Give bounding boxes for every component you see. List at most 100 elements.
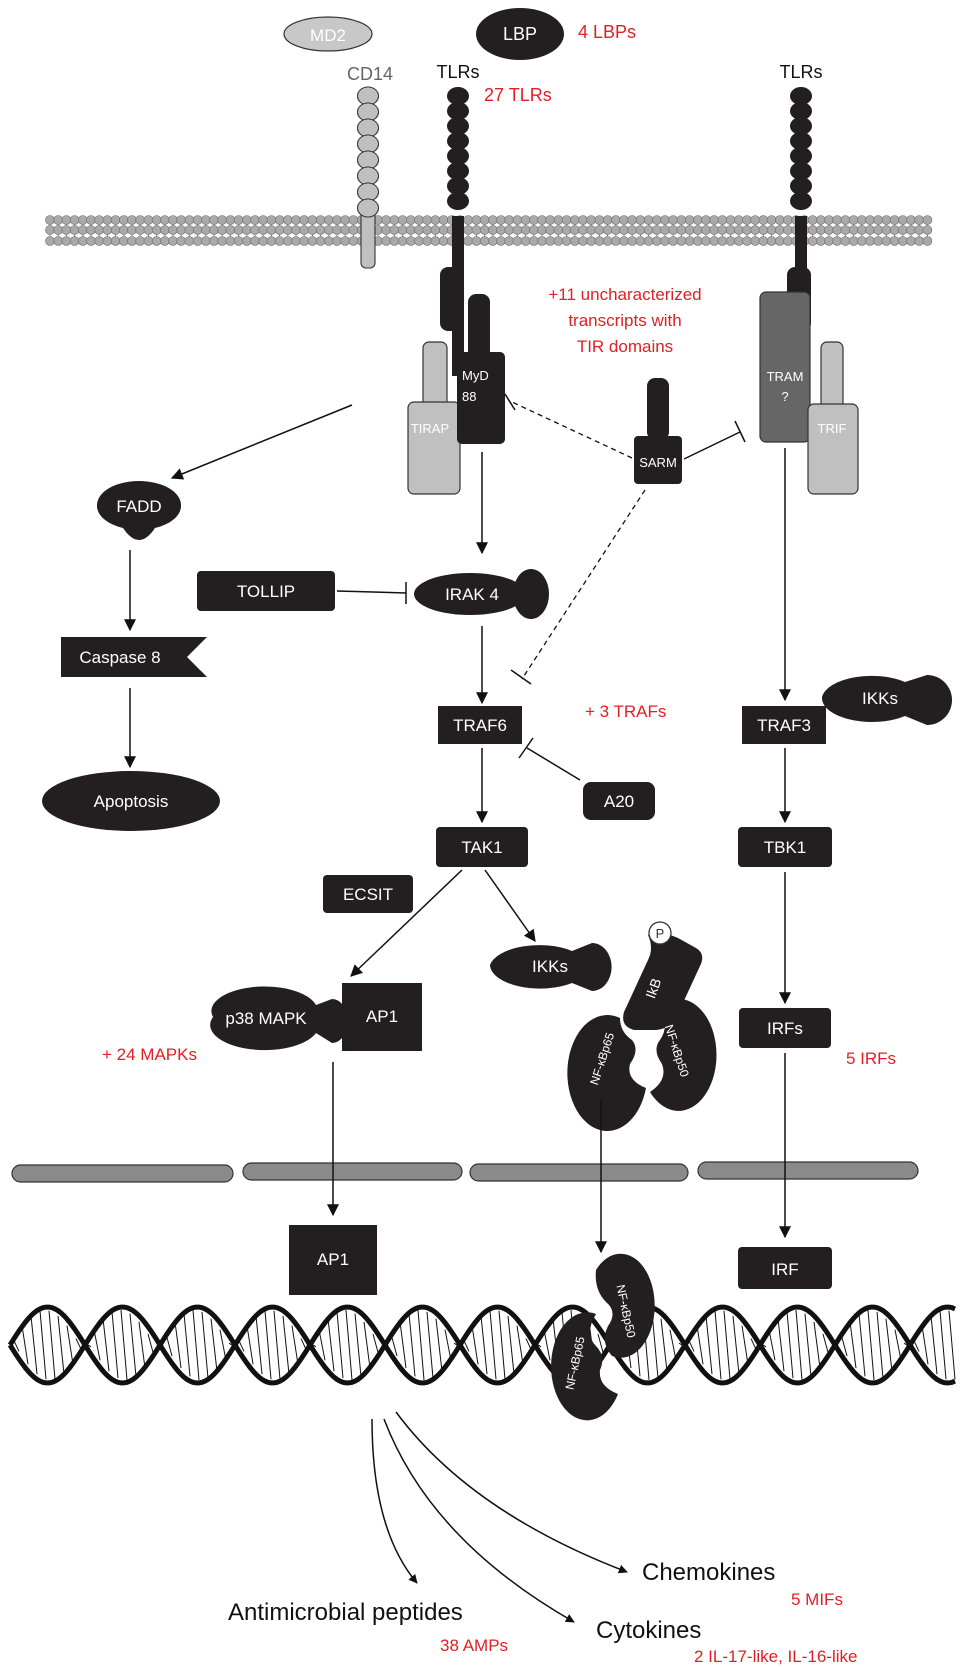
lipid-head [774, 225, 785, 235]
dna-base-pair [660, 1318, 668, 1372]
tirap-body [407, 401, 461, 495]
lipid-head [578, 215, 588, 225]
lipid-head [676, 236, 687, 246]
lipid-head [758, 225, 769, 235]
lipid-head [569, 225, 580, 235]
dna-strand-1 [7, 1304, 956, 1386]
lipid-head [774, 215, 785, 225]
apoptosis-shape [42, 771, 220, 831]
dna-base-pair [426, 1311, 434, 1379]
ap1-cyto-label: AP1 [366, 1007, 398, 1026]
lipid-head [340, 225, 351, 235]
lipid-head [922, 225, 933, 235]
lipid-head [332, 225, 342, 235]
tlr-bead [447, 117, 469, 135]
lipid-head [906, 236, 916, 246]
lipid-head [684, 236, 695, 246]
dna-base-pair [30, 1315, 38, 1375]
lipid-head [487, 215, 498, 225]
lipid-head [865, 236, 875, 246]
cytokine-count: 2 IL-17-like, IL-16-like [694, 1647, 857, 1666]
traf3-shape [742, 706, 826, 744]
myd88-label-2: 88 [462, 389, 476, 404]
lipid-head [602, 225, 613, 235]
lipid-head [496, 215, 506, 225]
lipid-head [160, 225, 170, 235]
lipid-head [635, 215, 646, 225]
dna-base-pair [804, 1313, 812, 1377]
lipid-head [176, 225, 186, 235]
cd14-bead [356, 166, 380, 186]
dna-base-pair [246, 1325, 254, 1365]
tlr-bead [790, 162, 812, 180]
lipid-head [610, 215, 621, 225]
lipid-head [430, 215, 441, 225]
caspase8-label: Caspase 8 [79, 648, 160, 667]
lipid-head [414, 236, 424, 246]
sarm-inhibits-tram-bar [734, 420, 746, 443]
lipid-head [619, 225, 629, 235]
lipid-head [274, 236, 285, 246]
mif-count: 5 MIFs [791, 1590, 843, 1609]
tlr-bead [790, 117, 812, 135]
lipid-head [848, 225, 859, 235]
lipid-head [774, 236, 785, 246]
lipid-head [553, 215, 564, 225]
lipid-head [561, 215, 572, 225]
lipid-head [881, 215, 892, 225]
lipid-head [201, 215, 211, 225]
traf6-label: TRAF6 [453, 716, 507, 735]
lipid-head [479, 225, 490, 235]
lipid-head [225, 225, 236, 235]
lipid-head [496, 236, 506, 246]
lipid-head [733, 215, 744, 225]
tlr-bead [790, 102, 812, 120]
dna-base-pair [219, 1329, 227, 1361]
lipid-head [865, 215, 875, 225]
lipid-head [873, 215, 884, 225]
lipid-head [233, 215, 244, 225]
lipid-head [651, 236, 662, 246]
lipid-head [381, 236, 392, 246]
lipid-head [537, 225, 547, 235]
dna-base-pair [129, 1313, 137, 1377]
lipid-head [135, 215, 145, 225]
lipid-head [119, 225, 129, 235]
lipid-head [414, 225, 424, 235]
lbp-shape [476, 8, 564, 60]
lipid-head [520, 236, 531, 246]
lipid-head [709, 236, 720, 246]
lipid-head [553, 225, 564, 235]
dna-base-pair [732, 1315, 740, 1375]
irak4-shape [414, 573, 526, 615]
lipid-head [545, 236, 556, 246]
nfkbp50-cyto-shape [650, 998, 717, 1111]
dna-base-pair [120, 1310, 128, 1380]
lipid-head [119, 236, 129, 246]
lipid-head [86, 236, 96, 246]
lipid-head [561, 236, 572, 246]
lipid-head [192, 225, 203, 235]
dna-base-pair [813, 1321, 821, 1369]
cd14-label: CD14 [347, 64, 393, 84]
dna-base-pair [930, 1315, 938, 1375]
lipid-head [487, 236, 498, 246]
dna-base-pair [183, 1313, 191, 1377]
lipid-head [45, 236, 55, 246]
lipid-head [742, 236, 752, 246]
tirap-label: TIRAP [411, 421, 449, 436]
sarm-body [634, 436, 682, 484]
dna-base-pair [669, 1329, 677, 1361]
lipid-head [463, 225, 474, 235]
dna-base-pair [336, 1311, 344, 1379]
lipid-head [258, 225, 269, 235]
lipid-head [717, 236, 728, 246]
lipid-head [479, 215, 490, 225]
sarm-label: SARM [639, 455, 677, 470]
lipid-head [422, 225, 433, 235]
lipid-head [824, 215, 834, 225]
tirap-top [422, 341, 448, 411]
lipid-head [873, 225, 884, 235]
dna-base-pair [885, 1318, 893, 1372]
dna-base-pair [264, 1310, 272, 1380]
